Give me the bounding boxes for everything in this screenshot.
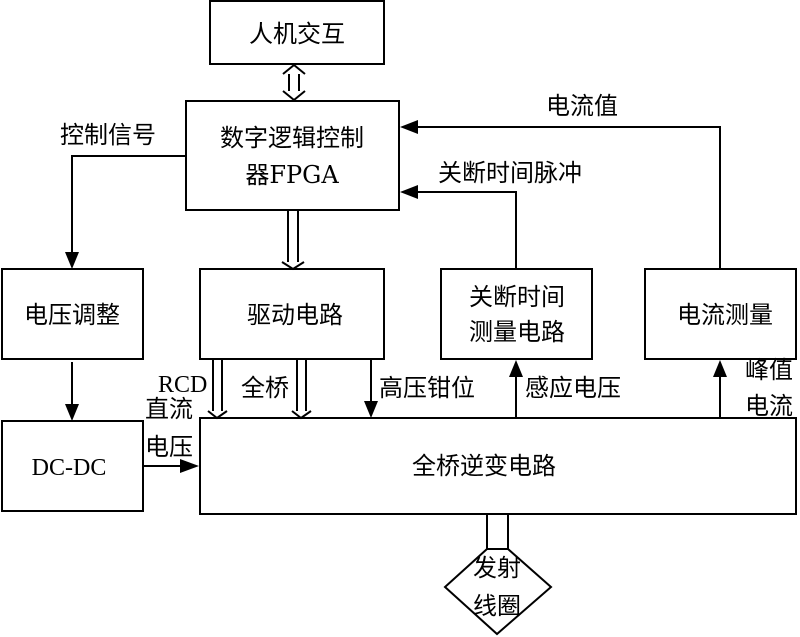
node-inverter: 全桥逆变电路 [199, 417, 797, 515]
edge-full-bridge: 全桥 [241, 359, 312, 420]
control-signal-label: 控制信号 [60, 121, 156, 149]
turnoff-measure-box [440, 268, 593, 360]
current-measure-label: 电流测量 [677, 301, 773, 329]
peak-current-label-line1: 峰值 [745, 356, 793, 384]
control-signal-line [71, 155, 186, 252]
edge-rcd: RCD [158, 359, 228, 420]
dc-voltage-label-line2: 电压 [145, 433, 193, 461]
full-bridge-label: 全桥 [241, 374, 289, 402]
inverter-box [199, 417, 797, 515]
current-value-label: 电流值 [546, 92, 618, 120]
arrowhead-up-icon [713, 360, 727, 377]
induced-voltage-label: 感应电压 [525, 374, 621, 402]
edge-hmi-fpga [282, 63, 306, 102]
tx-coil-label-line1: 发射 [473, 554, 521, 582]
hollow-arrowhead-down-icon [207, 410, 228, 420]
voltage-adjust-box [1, 268, 144, 360]
turnoff-measure-label-line1: 关断时间 [469, 283, 565, 311]
edge-induced-voltage: 感应电压 [509, 360, 621, 418]
hollow-arrowhead-up-icon [282, 63, 306, 75]
turnoff-pulse-label: 关断时间脉冲 [438, 159, 582, 187]
node-tx-coil: 发射 线圈 [443, 548, 553, 636]
node-fpga: 数字逻辑控制 器FPGA [185, 100, 400, 211]
edge-turnoff-pulse: 关断时间脉冲 [400, 159, 582, 269]
driver-label: 驱动电路 [247, 301, 343, 329]
dcdc-label: DC-DC [32, 455, 107, 481]
edge-dc-voltage: 直流 电压 [143, 395, 199, 473]
edge-hv-clamp: 高压钳位 [364, 359, 475, 418]
node-dcdc: DC-DC [1, 420, 144, 512]
current-measure-box [644, 268, 797, 360]
edge-inverter-coil [486, 514, 509, 549]
peak-current-label-line2: 电流 [745, 392, 793, 420]
node-voltage-adjust: 电压调整 [1, 268, 144, 360]
arrowhead-up-icon [509, 360, 523, 377]
tx-coil-label-line2: 线圈 [473, 592, 521, 620]
arrowhead-left-icon [400, 185, 418, 199]
hmi-box [209, 0, 385, 65]
inverter-label: 全桥逆变电路 [412, 452, 556, 480]
edge-current-value: 电流值 [400, 92, 721, 269]
edge-voltage-dcdc [65, 362, 79, 421]
edge-fpga-driver [281, 211, 305, 271]
edge-control-signal: 控制信号 [60, 121, 186, 269]
fpga-box [185, 100, 400, 211]
hollow-arrowhead-down-icon [281, 261, 305, 271]
rcd-label: RCD [158, 372, 207, 398]
edge-peak-current: 峰值 电流 [713, 356, 793, 420]
node-current-measure: 电流测量 [644, 268, 797, 360]
voltage-adjust-label: 电压调整 [24, 301, 120, 329]
arrowhead-down-icon [65, 252, 79, 269]
hmi-label: 人机交互 [249, 20, 345, 48]
arrowhead-right-icon [180, 459, 199, 473]
current-value-line [418, 126, 721, 269]
dc-voltage-label-line1: 直流 [145, 395, 193, 423]
node-hmi: 人机交互 [209, 0, 385, 65]
hollow-arrowhead-down-icon [282, 90, 306, 102]
fpga-label-line1: 数字逻辑控制 [220, 124, 364, 152]
turnoff-measure-label-line2: 测量电路 [469, 318, 565, 346]
fpga-label-line2: 器FPGA [245, 161, 339, 189]
node-turnoff-measure: 关断时间 测量电路 [440, 268, 593, 360]
arrowhead-down-icon [65, 404, 79, 421]
hv-clamp-label: 高压钳位 [379, 374, 475, 402]
node-driver: 驱动电路 [199, 268, 385, 360]
arrowhead-down-icon [364, 401, 378, 418]
dcdc-box [1, 420, 144, 512]
hollow-arrowhead-down-icon [291, 410, 312, 420]
turnoff-pulse-line [418, 191, 517, 269]
arrowhead-left-icon [400, 120, 418, 134]
tx-coil-diamond [443, 548, 553, 636]
